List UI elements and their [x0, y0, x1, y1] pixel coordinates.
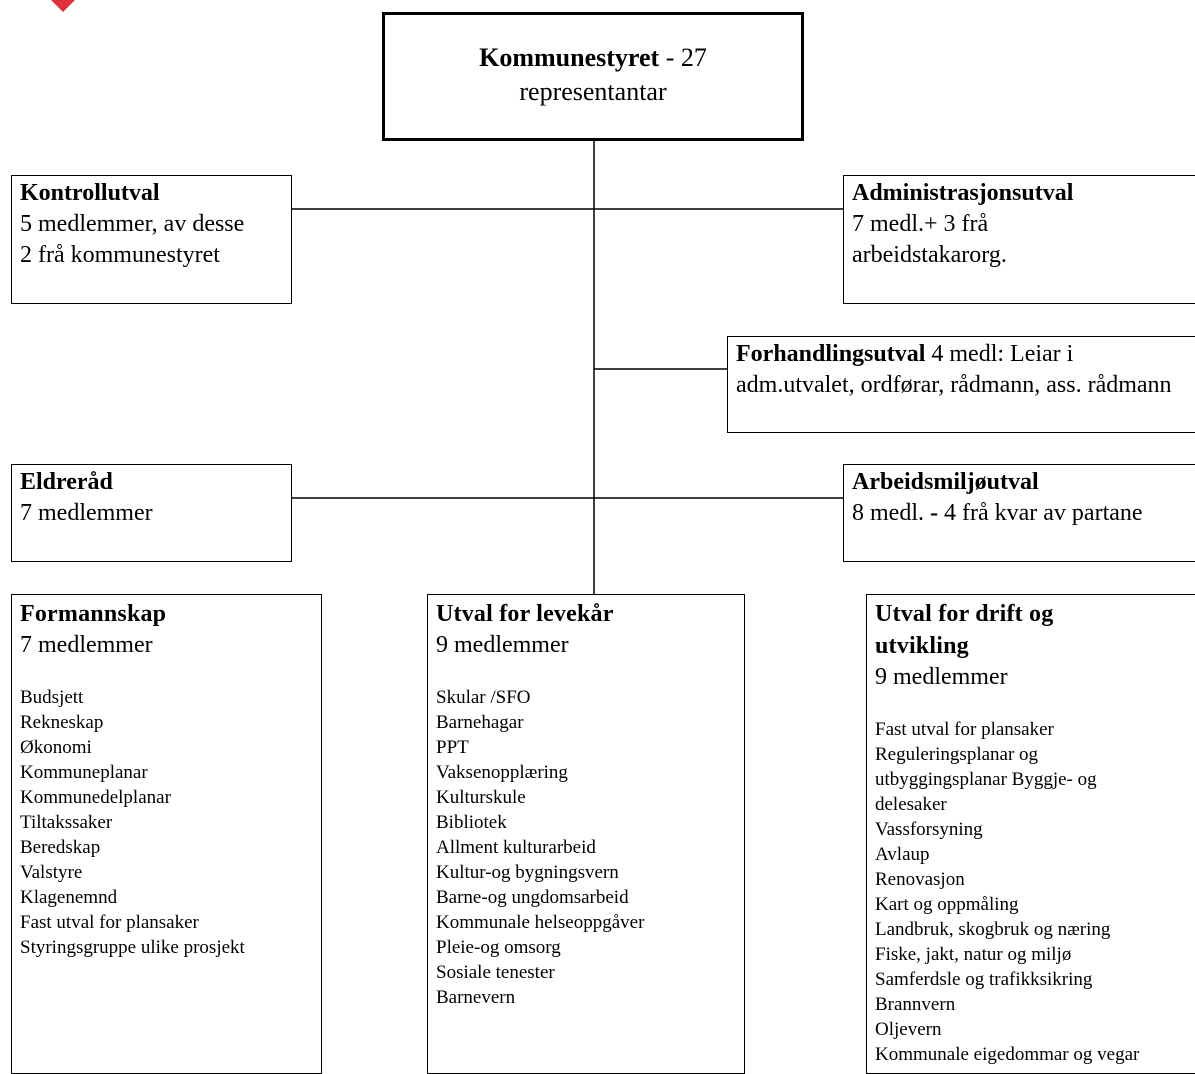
levekar-item: Sosiale tenester — [436, 962, 555, 983]
kontrollutval-desc: 5 medlemmer, av desse 2 frå kommunestyre… — [20, 211, 245, 268]
drift-title: Utval for drift og utvikling — [875, 601, 1054, 659]
arbeidsmiljoutval-box: Arbeidsmiljøutval 8 medl. - 4 frå kvar a… — [843, 464, 1195, 562]
drift-box: Utval for drift og utvikling 9 medlemmer… — [866, 594, 1195, 1074]
formannskap-members: 7 medlemmer — [20, 632, 153, 658]
formannskap-item: Beredskap — [20, 837, 101, 858]
forhandlingsutval-title: Forhandlingsutval — [736, 341, 926, 367]
drift-item: Kommunale eigedommar og vegar — [875, 1044, 1140, 1065]
drift-list: Fast utval for plansaker Reguleringsplan… — [875, 717, 1165, 1067]
formannskap-item: Økonomi — [20, 737, 92, 758]
levekar-item: Kulturskule — [436, 787, 526, 808]
levekar-item: Skular /SFO — [436, 687, 531, 708]
formannskap-item: Styringsgruppe ulike prosjekt — [20, 937, 245, 958]
forhandlingsutval-box: Forhandlingsutval 4 medl: Leiar i adm.ut… — [727, 336, 1195, 433]
levekar-list: Skular /SFO Barnehagar PPT Vaksenopplæri… — [436, 685, 736, 1010]
kontrollutval-title: Kontrollutval — [20, 180, 160, 206]
formannskap-item: Klagenemnd — [20, 887, 118, 908]
drift-item: Kart og oppmåling — [875, 894, 1019, 915]
levekar-item: Kultur-og bygningsvern — [436, 862, 619, 883]
formannskap-item: Budsjett — [20, 687, 84, 708]
drift-item: Landbruk, skogbruk og næring — [875, 919, 1111, 940]
formannskap-item: Kommunedelplanar — [20, 787, 171, 808]
levekar-item: Barne-og ungdomsarbeid — [436, 887, 629, 908]
arbeidsmiljoutval-desc-b: 4 frå kvar av partane — [938, 500, 1143, 526]
formannskap-item: Fast utval for plansaker — [20, 912, 199, 933]
formannskap-item: Tiltakssaker — [20, 812, 113, 833]
administrasjonsutval-title: Administrasjonsutval — [852, 180, 1074, 206]
forhandlingsutval-desc: 4 medl: Leiar i adm.utvalet, ordførar, r… — [736, 341, 1172, 398]
arbeidsmiljoutval-desc-a: 8 medl. — [852, 500, 930, 526]
eldrerad-desc: 7 medlemmer — [20, 500, 153, 526]
formannskap-box: Formannskap 7 medlemmer Budsjett Reknesk… — [11, 594, 322, 1074]
eldrerad-title: Eldreråd — [20, 469, 113, 495]
arbeidsmiljoutval-dash: - — [930, 500, 938, 526]
administrasjonsutval-box: Administrasjonsutval 7 medl.+ 3 frå arbe… — [843, 175, 1195, 304]
eldrerad-box: Eldreråd 7 medlemmer — [11, 464, 292, 562]
formannskap-item: Valstyre — [20, 862, 83, 883]
levekar-members: 9 medlemmer — [436, 632, 569, 658]
kommunestyret-subtitle: representantar — [519, 77, 667, 106]
levekar-item: Kommunale helseoppgåver — [436, 912, 645, 933]
levekar-item: Barnehagar — [436, 712, 524, 733]
arbeidsmiljoutval-title: Arbeidsmiljøutval — [852, 469, 1039, 495]
drift-item: Brannvern — [875, 994, 956, 1015]
drift-item: Renovasjon — [875, 869, 965, 890]
formannskap-item: Rekneskap — [20, 712, 104, 733]
levekar-box: Utval for levekår 9 medlemmer Skular /SF… — [427, 594, 745, 1074]
levekar-item: Bibliotek — [436, 812, 507, 833]
drift-members: 9 medlemmer — [875, 664, 1008, 690]
drift-item: Reguleringsplanar og utbyggingsplanar By… — [875, 744, 1097, 815]
levekar-item: Barnevern — [436, 987, 516, 1008]
red-diamond-logo-icon — [51, 0, 75, 12]
kommunestyret-box: Kommunestyret - 27 representantar — [382, 12, 804, 141]
levekar-item: Pleie-og omsorg — [436, 937, 561, 958]
kontrollutval-box: Kontrollutval 5 medlemmer, av desse 2 fr… — [11, 175, 292, 304]
formannskap-title: Formannskap — [20, 601, 167, 627]
levekar-item: Allment kulturarbeid — [436, 837, 596, 858]
formannskap-list: Budsjett Rekneskap Økonomi Kommuneplanar… — [20, 685, 313, 960]
arbeidsmiljoutval-desc: 8 medl. - 4 frå kvar av partane — [852, 498, 1152, 529]
drift-item: Samferdsle og trafikksikring — [875, 969, 1093, 990]
drift-item: Oljevern — [875, 1019, 942, 1040]
drift-item: Vassforsyning — [875, 819, 983, 840]
levekar-item: PPT — [436, 737, 469, 758]
kommunestyret-count: - 27 — [659, 43, 707, 72]
kommunestyret-title: Kommunestyret — [479, 43, 660, 72]
administrasjonsutval-desc: 7 medl.+ 3 frå arbeidstakarorg. — [852, 211, 1007, 268]
drift-item: Avlaup — [875, 844, 930, 865]
drift-item: Fast utval for plansaker — [875, 719, 1054, 740]
levekar-item: Vaksenopplæring — [436, 762, 568, 783]
drift-item: Fiske, jakt, natur og miljø — [875, 944, 1072, 965]
levekar-title: Utval for levekår — [436, 601, 614, 627]
formannskap-item: Kommuneplanar — [20, 762, 148, 783]
